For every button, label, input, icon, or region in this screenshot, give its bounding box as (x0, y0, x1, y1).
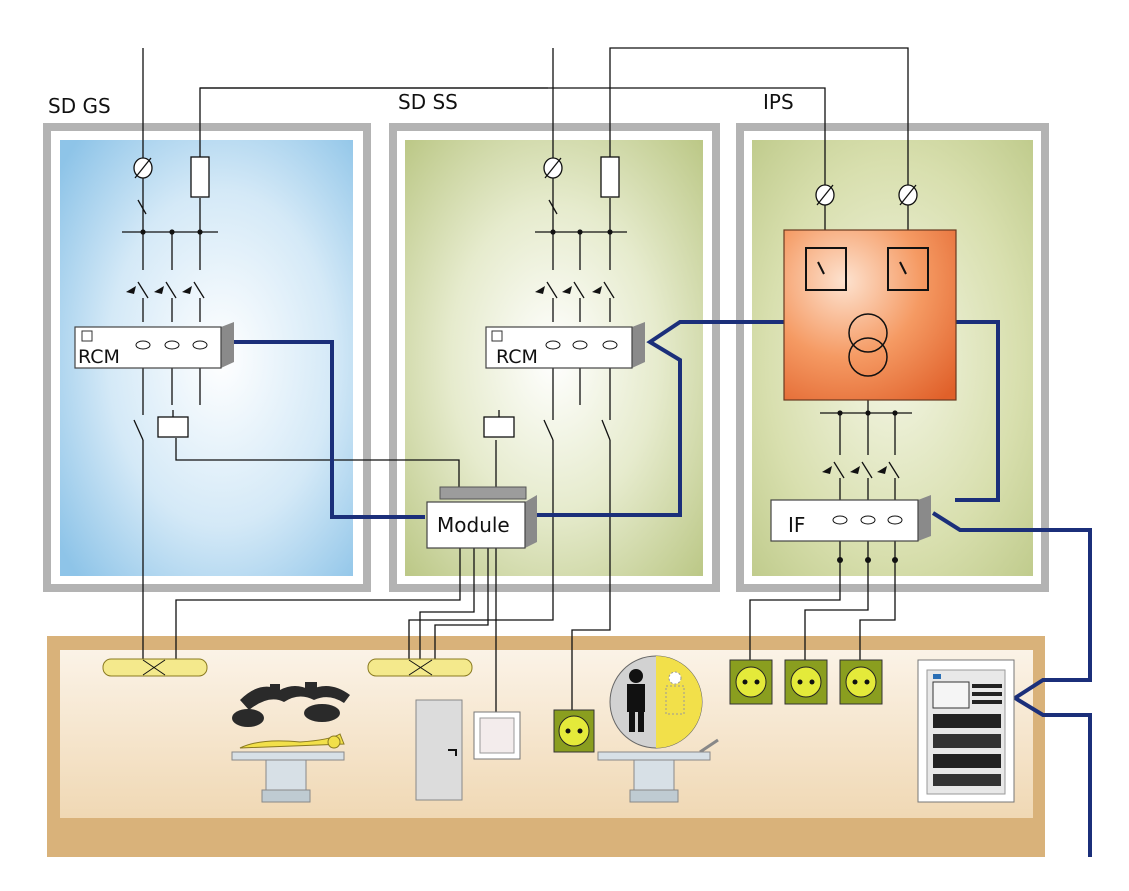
rcm-device-ss: RCM (485, 322, 645, 369)
module-label: Module (437, 513, 510, 537)
communication-bus (234, 320, 1092, 857)
door (415, 699, 463, 801)
breaker-symbols (133, 156, 918, 479)
fluorescent-lamp-left (102, 658, 208, 677)
rcm-label-ss: RCM (496, 346, 538, 368)
module-device: Module (426, 486, 537, 549)
relay-coils (157, 410, 515, 438)
if-label: IF (788, 513, 805, 537)
fluorescent-lamp-middle (367, 658, 473, 677)
breaker-triggers (126, 286, 887, 474)
if-device: IF (770, 495, 931, 542)
xray-viewer (609, 655, 703, 749)
section-label-ips: IPS (763, 90, 794, 114)
wiring (122, 47, 912, 712)
control-panel (917, 659, 1015, 803)
cabinet-sd-gs (43, 123, 371, 592)
socket-ips-3 (839, 659, 883, 705)
section-label-sd-ss: SD SS (398, 90, 458, 114)
isolating-transformer (783, 229, 957, 401)
rcm-label-gs: RCM (78, 346, 120, 368)
operating-table-right (597, 738, 719, 803)
section-label-sd-gs: SD GS (48, 94, 111, 118)
socket-ips-1 (729, 659, 773, 705)
rcm-device-gs: RCM (74, 322, 234, 369)
socket-ss (553, 709, 595, 753)
socket-ips-2 (784, 659, 828, 705)
light-switch (473, 711, 521, 760)
surgical-light-left (232, 682, 350, 727)
operating-table-left (231, 733, 345, 803)
